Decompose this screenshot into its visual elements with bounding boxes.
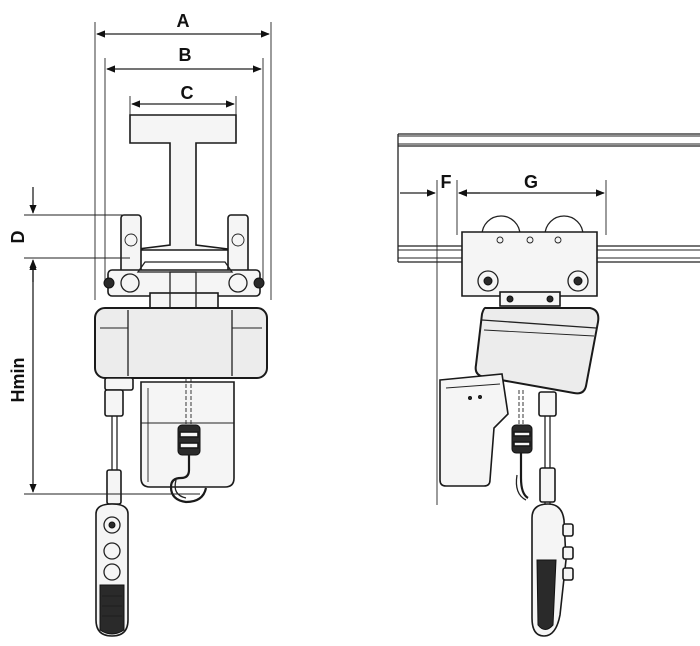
side-view: F G — [397, 133, 700, 637]
dimension-c-label: C — [181, 83, 194, 103]
dimension-d: D — [8, 187, 130, 282]
dimension-hmin-label: Hmin — [8, 358, 28, 403]
dimension-a-label: A — [177, 11, 190, 31]
chain-hook-front — [169, 378, 208, 504]
trolley-side — [461, 215, 598, 307]
dimension-a: A — [94, 11, 272, 300]
pendant-control-side — [531, 503, 574, 637]
hoist-body-front — [94, 307, 268, 391]
dimension-b-label: B — [179, 45, 192, 65]
dimension-hmin: Hmin — [8, 261, 200, 495]
dimension-g: G — [458, 172, 607, 235]
front-view: A B C — [8, 11, 272, 637]
i-beam — [129, 114, 237, 251]
dimension-f-label: F — [441, 172, 452, 192]
pendant-control-front — [95, 503, 129, 637]
dimension-b: B — [104, 45, 264, 280]
dimension-c: C — [129, 83, 237, 115]
trolley-front — [103, 214, 265, 310]
pendant-cable-side — [538, 391, 557, 505]
hoist-body-side — [474, 306, 600, 395]
chain-hook-side — [511, 390, 533, 501]
dimension-g-label: G — [524, 172, 538, 192]
chain-bag-side — [439, 373, 509, 487]
pendant-cable-front — [104, 389, 124, 505]
dimension-d-label: D — [8, 231, 28, 244]
